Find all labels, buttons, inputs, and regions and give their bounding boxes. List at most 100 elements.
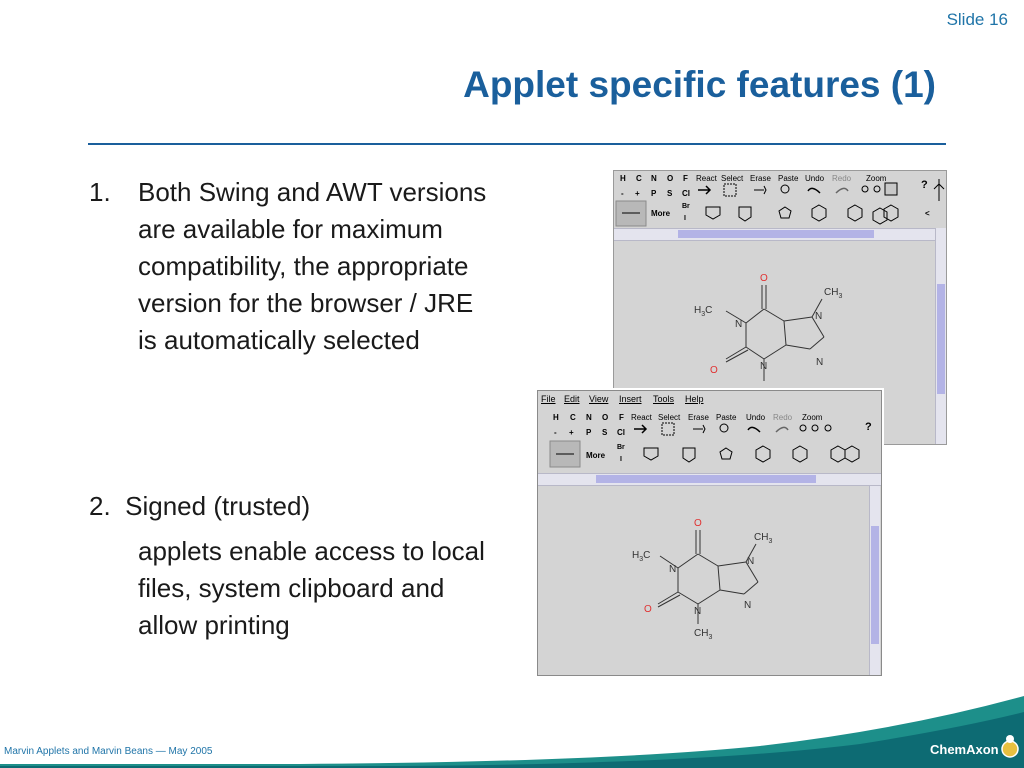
more-button[interactable]: More xyxy=(586,451,606,460)
tool-label-react[interactable]: React xyxy=(631,413,652,422)
more-button[interactable]: More xyxy=(651,209,671,218)
ring-shape xyxy=(682,447,696,463)
element-button[interactable]: I xyxy=(620,456,622,463)
arrow-right-icon xyxy=(933,179,945,201)
nitrogen-label: N xyxy=(760,361,767,372)
menu-view[interactable]: View xyxy=(589,394,609,404)
drawing-canvas[interactable]: O CH3 H3C N N N N O CH3 xyxy=(538,486,868,675)
menu-edit[interactable]: Edit xyxy=(564,394,580,404)
tool-label-erase[interactable]: Erase xyxy=(688,413,709,422)
collapse-button[interactable]: < xyxy=(925,209,930,218)
vertical-scrollbar[interactable] xyxy=(869,486,880,675)
footer-wave xyxy=(0,696,1024,768)
select-icon xyxy=(723,183,737,197)
bullet-2-text: applets enable access to local files, sy… xyxy=(138,536,485,640)
element-button[interactable]: C xyxy=(636,174,642,183)
element-button[interactable]: - xyxy=(554,428,557,437)
ch3-label: CH3 xyxy=(754,532,772,545)
ring-shape xyxy=(883,204,899,222)
ring-shape xyxy=(778,206,792,219)
tool-label-redo[interactable]: Redo xyxy=(832,174,852,183)
element-button[interactable]: S xyxy=(667,189,673,198)
element-button[interactable]: Cl xyxy=(617,428,625,437)
ring-shape xyxy=(719,447,733,460)
menu-help[interactable]: Help xyxy=(685,394,704,404)
bullet-2-heading-text: Signed (trusted) xyxy=(125,491,311,521)
element-button[interactable]: Br xyxy=(682,203,690,210)
oxygen-label: O xyxy=(644,604,652,615)
ring-shape xyxy=(643,447,659,461)
element-button[interactable]: F xyxy=(619,413,624,422)
ring-shape xyxy=(872,207,888,225)
nitrogen-label: N xyxy=(669,564,676,575)
ring-shape xyxy=(811,204,827,222)
ring-shape xyxy=(738,206,752,222)
zoom-in-icon xyxy=(799,424,807,432)
h3c-label: H3C xyxy=(694,305,712,318)
menu-tools[interactable]: Tools xyxy=(653,394,675,404)
zoom-out-icon xyxy=(811,424,819,432)
tool-label-undo[interactable]: Undo xyxy=(746,413,766,422)
element-button[interactable]: + xyxy=(569,428,574,437)
element-button[interactable]: N xyxy=(586,413,592,422)
vertical-scrollbar[interactable] xyxy=(935,228,946,444)
element-button[interactable]: - xyxy=(621,189,624,198)
element-button[interactable]: N xyxy=(651,174,657,183)
tool-label-paste[interactable]: Paste xyxy=(716,413,737,422)
element-button[interactable]: Br xyxy=(617,444,625,451)
element-button[interactable]: F xyxy=(683,174,688,183)
caffeine-molecule: O CH3 H3C N N N N O xyxy=(694,273,842,381)
chemaxon-logo: ChemAxon xyxy=(930,742,999,757)
element-button[interactable]: + xyxy=(635,189,640,198)
scrollbar-thumb[interactable] xyxy=(871,526,879,644)
oxygen-label: O xyxy=(710,365,718,376)
tool-label-select[interactable]: Select xyxy=(721,174,744,183)
element-button[interactable]: I xyxy=(684,215,686,222)
erase-icon xyxy=(693,424,706,434)
element-button[interactable]: C xyxy=(570,413,576,422)
tool-label-erase[interactable]: Erase xyxy=(750,174,771,183)
arrow-icon xyxy=(698,185,712,195)
ring-shape xyxy=(847,204,863,222)
element-button[interactable]: O xyxy=(602,413,609,422)
element-button[interactable]: S xyxy=(602,428,608,437)
ring-shape xyxy=(844,445,860,463)
zoom-window-icon xyxy=(884,182,898,196)
element-button[interactable]: P xyxy=(651,189,657,198)
tool-label-zoom[interactable]: Zoom xyxy=(866,174,887,183)
help-button[interactable]: ? xyxy=(865,421,872,433)
redo-icon xyxy=(835,187,849,194)
element-button[interactable]: Cl xyxy=(682,189,690,198)
help-button[interactable]: ? xyxy=(921,179,928,191)
element-button[interactable]: H xyxy=(620,174,626,183)
erase-icon xyxy=(754,185,767,195)
tool-label-redo[interactable]: Redo xyxy=(773,413,793,422)
menu-file[interactable]: File xyxy=(541,394,556,404)
applet-window-front: File Edit View Insert Tools Help H C N O… xyxy=(537,390,882,676)
menu-insert[interactable]: Insert xyxy=(619,394,642,404)
tool-label-zoom[interactable]: Zoom xyxy=(802,413,823,422)
paste-icon xyxy=(780,184,790,194)
horizontal-scrollbar[interactable] xyxy=(614,228,936,241)
ring-shape xyxy=(755,445,771,463)
logo-emblem-icon xyxy=(1001,735,1019,758)
horizontal-scrollbar[interactable] xyxy=(538,473,881,486)
tool-label-undo[interactable]: Undo xyxy=(805,174,825,183)
zoom-reset-icon xyxy=(824,424,832,432)
element-button[interactable]: O xyxy=(667,174,674,183)
slide-title: Applet specific features (1) xyxy=(463,64,936,105)
scrollbar-thumb[interactable] xyxy=(678,230,874,238)
toolbar-icons xyxy=(549,422,860,468)
tool-label-react[interactable]: React xyxy=(696,174,717,183)
paste-icon xyxy=(719,423,729,433)
tool-label-paste[interactable]: Paste xyxy=(778,174,799,183)
element-button[interactable]: P xyxy=(586,428,592,437)
toolbar-back: H C N O F - + P S Cl Br I React Select E… xyxy=(614,171,946,231)
element-button[interactable]: H xyxy=(553,413,559,422)
tool-label-select[interactable]: Select xyxy=(658,413,681,422)
oxygen-label: O xyxy=(760,273,768,284)
scrollbar-thumb[interactable] xyxy=(596,475,816,483)
select-icon xyxy=(661,422,675,436)
scrollbar-thumb[interactable] xyxy=(937,284,945,394)
undo-icon xyxy=(807,187,821,194)
